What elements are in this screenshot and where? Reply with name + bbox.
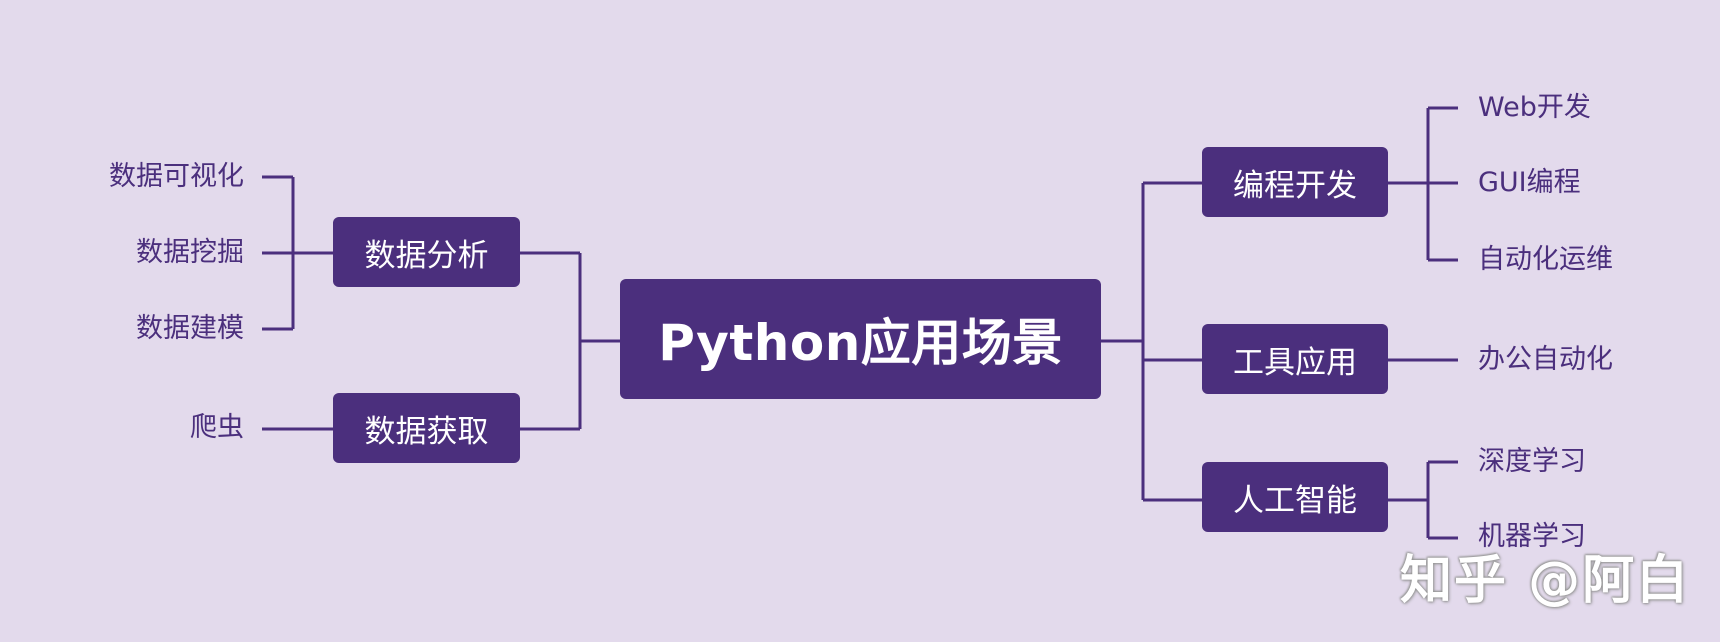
branch-label: 编程开发 <box>1233 167 1357 204</box>
leaf-machine-learning[interactable]: 机器学习 <box>1478 521 1586 552</box>
leaf-data-visualization[interactable]: 数据可视化 <box>109 161 244 192</box>
leaf-devops-automation[interactable]: 自动化运维 <box>1478 244 1613 275</box>
connector-programming-leaves <box>1388 106 1458 262</box>
leaf-data-mining[interactable]: 数据挖掘 <box>136 237 244 268</box>
root-node[interactable]: Python应用场景 <box>620 279 1101 399</box>
branch-node-data-analysis[interactable]: 数据分析 <box>333 217 520 287</box>
leaf-gui-programming[interactable]: GUI编程 <box>1478 167 1581 198</box>
leaf-web-dev[interactable]: Web开发 <box>1478 92 1591 123</box>
branch-node-tools[interactable]: 工具应用 <box>1202 324 1388 394</box>
watermark: 知乎 @阿白 <box>1400 551 1691 611</box>
leaf-data-modeling[interactable]: 数据建模 <box>136 313 244 344</box>
branch-label: 数据分析 <box>364 237 489 274</box>
leaf-deep-learning[interactable]: 深度学习 <box>1478 446 1586 477</box>
branch-label: 数据获取 <box>364 413 489 450</box>
connector-root-right <box>1101 181 1202 502</box>
branch-label: 人工智能 <box>1233 482 1357 519</box>
branch-node-ai[interactable]: 人工智能 <box>1202 462 1388 532</box>
leaf-office-automation[interactable]: 办公自动化 <box>1478 344 1613 375</box>
branch-node-data-acquisition[interactable]: 数据获取 <box>333 393 520 463</box>
branch-label: 工具应用 <box>1233 344 1357 381</box>
connector-root-left <box>520 251 620 431</box>
connector-ai-leaves <box>1388 460 1458 540</box>
connector-data-analysis-leaves <box>262 175 333 331</box>
leaf-crawler[interactable]: 爬虫 <box>190 412 244 443</box>
root-label: Python应用场景 <box>658 314 1063 372</box>
branch-node-programming[interactable]: 编程开发 <box>1202 147 1388 217</box>
